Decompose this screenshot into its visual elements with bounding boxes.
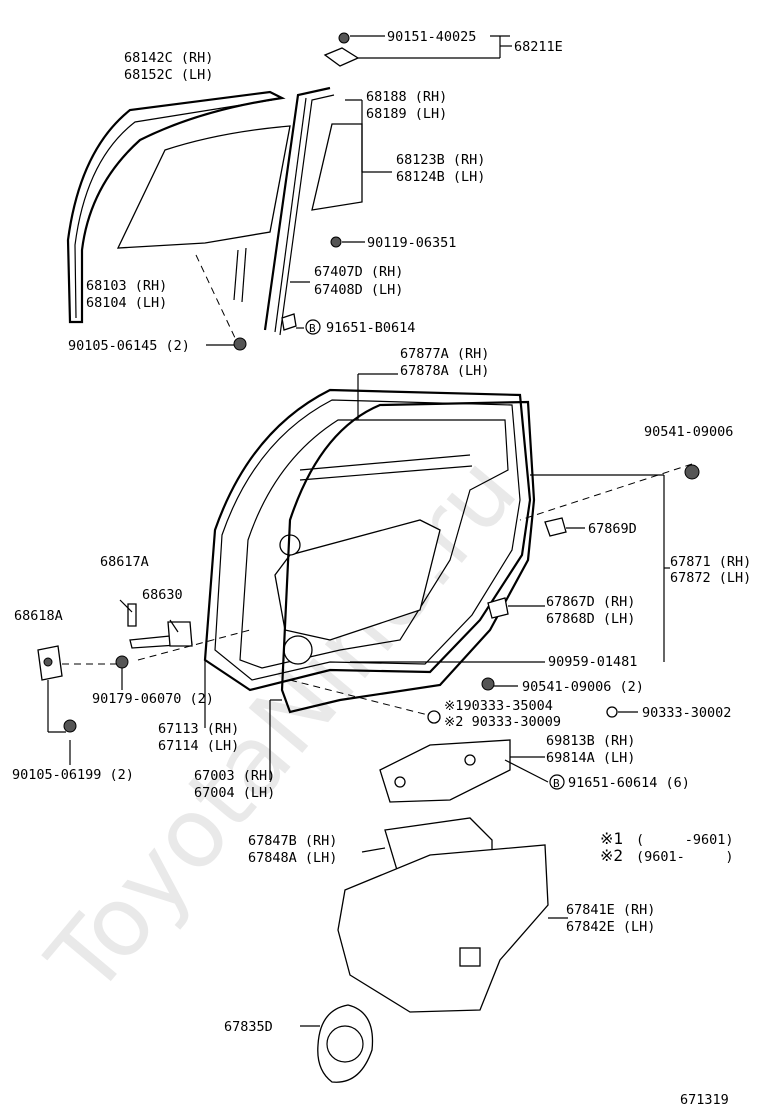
label-67848a: 67848A (LH) bbox=[248, 850, 337, 866]
label-90105-06145: 90105-06145 (2) bbox=[68, 338, 190, 354]
bolt-90105-upper bbox=[233, 337, 247, 351]
label-90333-30009: ※2 90333-30009 bbox=[444, 714, 561, 730]
label-90333-30002: 90333-30002 bbox=[642, 705, 731, 721]
grommet-67869 bbox=[544, 517, 567, 537]
door-check-assembly bbox=[115, 603, 193, 669]
label-68152c: 68152C (LH) bbox=[124, 67, 213, 83]
bolt-90119 bbox=[330, 236, 342, 248]
plug-90541-lower bbox=[481, 677, 495, 691]
grommet-67867 bbox=[487, 597, 509, 619]
label-67407d: 67407D (RH) bbox=[314, 264, 403, 280]
label-90959-01481: 90959-01481 bbox=[548, 654, 637, 670]
label-67113: 67113 (RH) bbox=[158, 721, 239, 737]
label-69814a: 69814A (LH) bbox=[546, 750, 635, 766]
note-2-text: (9601- ) bbox=[636, 849, 734, 865]
b-mark-1: B bbox=[309, 322, 316, 335]
rear-door-panel bbox=[203, 388, 532, 692]
label-90179-06070: 90179-06070 (2) bbox=[92, 691, 214, 707]
note-1-mark: ※1 bbox=[600, 829, 623, 848]
label-68617a: 68617A bbox=[100, 554, 149, 570]
label-68630: 68630 bbox=[142, 587, 183, 603]
note-1-text: ( -9601) bbox=[636, 832, 734, 848]
door-weatherstrip bbox=[280, 400, 536, 714]
glass-channel-strip bbox=[263, 86, 335, 336]
regulator-bracket bbox=[379, 739, 511, 803]
label-68142c: 68142C (RH) bbox=[124, 50, 213, 66]
b-mark-2: B bbox=[553, 777, 560, 790]
label-67868d: 67868D (LH) bbox=[546, 611, 635, 627]
label-67004: 67004 (LH) bbox=[194, 785, 275, 801]
label-69813b: 69813B (RH) bbox=[546, 733, 635, 749]
label-68618a: 68618A bbox=[14, 608, 63, 624]
door-glass bbox=[116, 125, 291, 249]
speaker-seal bbox=[317, 1004, 374, 1083]
label-68189: 68189 (LH) bbox=[366, 106, 447, 122]
label-67835d: 67835D bbox=[224, 1019, 273, 1035]
label-68123b: 68123B (RH) bbox=[396, 152, 485, 168]
label-67114: 67114 (LH) bbox=[158, 738, 239, 754]
clip-91651 bbox=[281, 313, 297, 331]
note-2-mark: ※2 bbox=[600, 846, 623, 865]
b-mark-circle-1 bbox=[305, 319, 321, 335]
label-91651-60614: 91651-60614 (6) bbox=[568, 775, 690, 791]
label-67847b: 67847B (RH) bbox=[248, 833, 337, 849]
b-mark-circle-2 bbox=[549, 774, 565, 790]
hole-plug-90333-c bbox=[606, 706, 618, 718]
plug-90541-upper bbox=[684, 464, 700, 480]
label-67869d: 67869D bbox=[588, 521, 637, 537]
glass-run-channel bbox=[66, 90, 286, 324]
label-67872: 67872 (LH) bbox=[670, 570, 751, 586]
label-67867d: 67867D (RH) bbox=[546, 594, 635, 610]
door-hinge bbox=[37, 645, 77, 733]
label-67878a: 67878A (LH) bbox=[400, 363, 489, 379]
label-90119-06351: 90119-06351 bbox=[367, 235, 456, 251]
hole-plug-90333-a bbox=[427, 710, 441, 724]
label-68188: 68188 (RH) bbox=[366, 89, 447, 105]
figure-code: 671319 bbox=[680, 1092, 729, 1108]
label-67871: 67871 (RH) bbox=[670, 554, 751, 570]
label-67841e: 67841E (RH) bbox=[566, 902, 655, 918]
label-67842e: 67842E (LH) bbox=[566, 919, 655, 935]
label-90151-40025: 90151-40025 bbox=[387, 29, 476, 45]
label-90541-09006-lower: 90541-09006 (2) bbox=[522, 679, 644, 695]
label-68124b: 68124B (LH) bbox=[396, 169, 485, 185]
service-hole-cover-large bbox=[337, 844, 549, 1013]
label-67408d: 67408D (LH) bbox=[314, 282, 403, 298]
top-clip bbox=[323, 32, 360, 67]
label-91651-b0614: 91651-B0614 bbox=[326, 320, 415, 336]
label-90333-35004: ※190333-35004 bbox=[444, 698, 553, 714]
window-regulator-rail bbox=[233, 247, 247, 303]
label-90105-06199: 90105-06199 (2) bbox=[12, 767, 134, 783]
label-67877a: 67877A (RH) bbox=[400, 346, 489, 362]
label-68211e: 68211E bbox=[514, 39, 563, 55]
label-67003: 67003 (RH) bbox=[194, 768, 275, 784]
label-90541-09006-upper: 90541-09006 bbox=[644, 424, 733, 440]
leader-lines bbox=[47, 35, 693, 1027]
label-68104: 68104 (LH) bbox=[86, 295, 167, 311]
quarter-glass bbox=[311, 123, 363, 211]
label-68103: 68103 (RH) bbox=[86, 278, 167, 294]
